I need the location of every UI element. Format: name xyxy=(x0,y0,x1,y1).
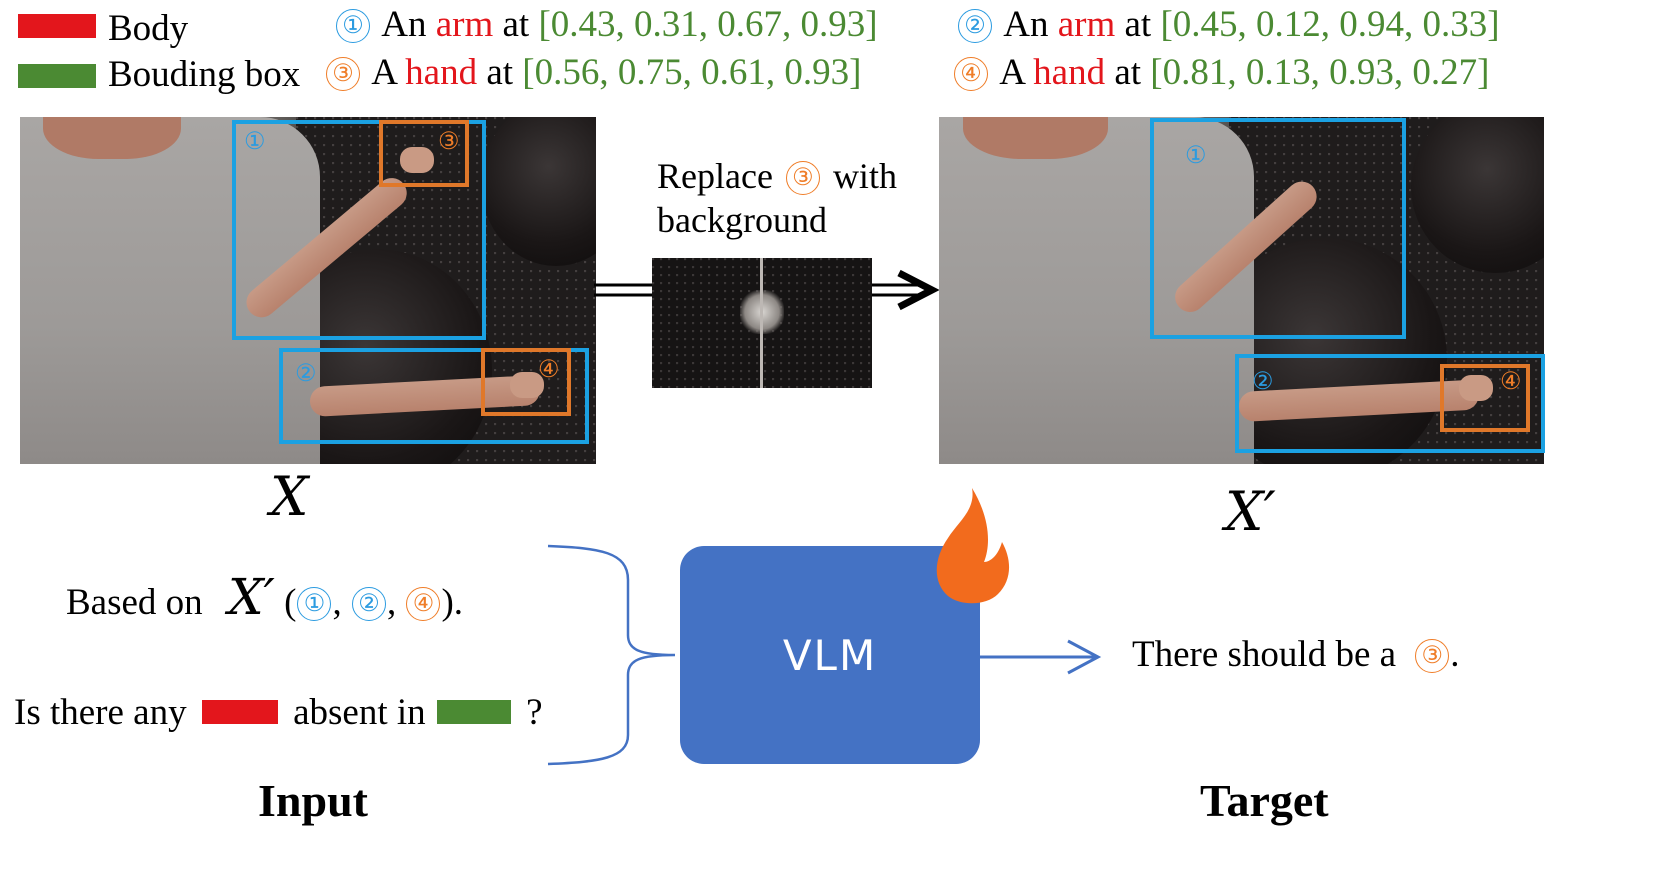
input-bbox-1-number: ① xyxy=(244,129,266,155)
annotation-4: ④ A hand at [0.81, 0.13, 0.93, 0.27] xyxy=(950,54,1489,91)
input-brace xyxy=(547,544,676,766)
replace-step-line2: background xyxy=(657,200,827,240)
flame-icon xyxy=(936,488,1010,604)
input-line-1-prefix: Based on xyxy=(66,582,203,623)
output-bbox-4 xyxy=(1440,364,1530,432)
input-bbox-1 xyxy=(232,120,486,340)
annotation-4-at: at xyxy=(1114,52,1142,93)
output-image-head xyxy=(963,117,1109,159)
output-image-hand-lower xyxy=(1459,375,1493,401)
background-patch-pan xyxy=(652,258,732,378)
background-patch xyxy=(652,258,872,388)
annotation-1-at: at xyxy=(502,4,530,45)
target-text-main: There should be a xyxy=(1132,634,1397,675)
annotation-1-part: arm xyxy=(435,4,494,45)
vlm-box: VLM xyxy=(680,546,980,764)
target-number: ③ xyxy=(1415,639,1450,673)
input-bbox-2-number: ② xyxy=(295,361,317,387)
target-text: There should be a ③. xyxy=(1132,636,1460,673)
input-bbox-3 xyxy=(379,120,469,187)
annotation-2-coords: [0.45, 0.12, 0.94, 0.33] xyxy=(1160,4,1500,45)
input-bbox-4 xyxy=(481,348,571,416)
output-bbox-2 xyxy=(1235,354,1545,453)
annotation-1-coords: [0.43, 0.31, 0.67, 0.93] xyxy=(538,4,878,45)
replace-step-line1: Replace ③ with xyxy=(657,158,897,195)
input-line-1-open: ( xyxy=(284,582,297,623)
target-label: Target xyxy=(1200,775,1329,826)
input-line-2-prefix: Is there any xyxy=(14,692,187,733)
target-end: . xyxy=(1450,634,1460,675)
input-bbox-3-number: ③ xyxy=(438,129,460,155)
annotation-4-coords: [0.81, 0.13, 0.93, 0.27] xyxy=(1150,52,1490,93)
output-image-label: X′ xyxy=(1225,480,1276,543)
input-image-hand-lower xyxy=(510,372,544,398)
input-bbox-4-number: ④ xyxy=(538,357,560,383)
input-line-1-sep-1: , xyxy=(332,582,342,623)
input-line-2-middle: absent in xyxy=(293,692,426,733)
annotation-2: ② An arm at [0.45, 0.12, 0.94, 0.33] xyxy=(954,6,1500,43)
input-line-2-bbox-swatch xyxy=(436,700,511,724)
replace-step-text-before: Replace xyxy=(657,156,773,196)
legend-body-label: Body xyxy=(108,8,189,49)
input-line-2-body-swatch xyxy=(201,700,278,724)
output-bbox-1-number: ① xyxy=(1185,143,1207,169)
annotation-3: ③ A hand at [0.56, 0.75, 0.61, 0.93] xyxy=(322,54,861,91)
annotation-4-part: hand xyxy=(1033,52,1106,93)
input-line-1-sep-2: , xyxy=(386,582,397,623)
output-bbox-4-number: ④ xyxy=(1500,369,1522,395)
input-line-2-suffix: ? xyxy=(526,692,543,733)
input-image xyxy=(20,117,596,464)
annotation-3-number: ③ xyxy=(326,57,360,91)
annotation-1: ① An arm at [0.43, 0.31, 0.67, 0.93] xyxy=(332,6,878,43)
annotation-4-number: ④ xyxy=(954,57,988,91)
legend-bbox-swatch xyxy=(18,64,96,88)
vlm-to-target-arrow xyxy=(978,639,1102,675)
annotation-2-at: at xyxy=(1124,4,1152,45)
output-bbox-1 xyxy=(1150,118,1406,339)
input-line-1-num-1: ① xyxy=(297,587,332,621)
annotation-3-at: at xyxy=(486,52,514,93)
input-image-head xyxy=(43,117,182,159)
output-image xyxy=(939,117,1544,464)
input-image-hand-raised xyxy=(400,147,434,173)
legend-bbox-label: Bouding box xyxy=(108,54,301,95)
annotation-3-part: hand xyxy=(405,52,478,93)
annotation-3-coords: [0.56, 0.75, 0.61, 0.93] xyxy=(522,52,862,93)
input-line-2: Is there any absent in ? xyxy=(14,694,543,731)
annotation-2-number: ② xyxy=(958,9,992,43)
input-line-1: Based on X′ (①, ②, ④). xyxy=(66,572,463,622)
input-line-1-num-2: ② xyxy=(351,587,386,621)
input-line-1-num-3: ④ xyxy=(406,587,441,621)
vlm-label: VLM xyxy=(782,630,878,680)
replace-step-text-after: with xyxy=(832,156,897,196)
annotation-1-number: ① xyxy=(336,9,370,43)
input-bbox-2 xyxy=(279,348,589,444)
input-image-label: X xyxy=(270,465,309,528)
input-line-1-var: X′ xyxy=(227,568,275,626)
output-bbox-2-number: ② xyxy=(1252,369,1274,395)
background-patch-string xyxy=(760,258,763,388)
legend-body-swatch xyxy=(18,14,96,38)
annotation-2-part: arm xyxy=(1057,4,1116,45)
input-label: Input xyxy=(258,775,368,826)
annotation-2-article: An xyxy=(1003,4,1049,45)
input-line-1-close: ). xyxy=(441,582,464,623)
annotation-4-article: A xyxy=(999,52,1024,93)
replace-arrow xyxy=(594,269,940,311)
annotation-3-article: A xyxy=(371,52,396,93)
annotation-1-article: An xyxy=(381,4,427,45)
replace-step-number: ③ xyxy=(785,161,820,195)
